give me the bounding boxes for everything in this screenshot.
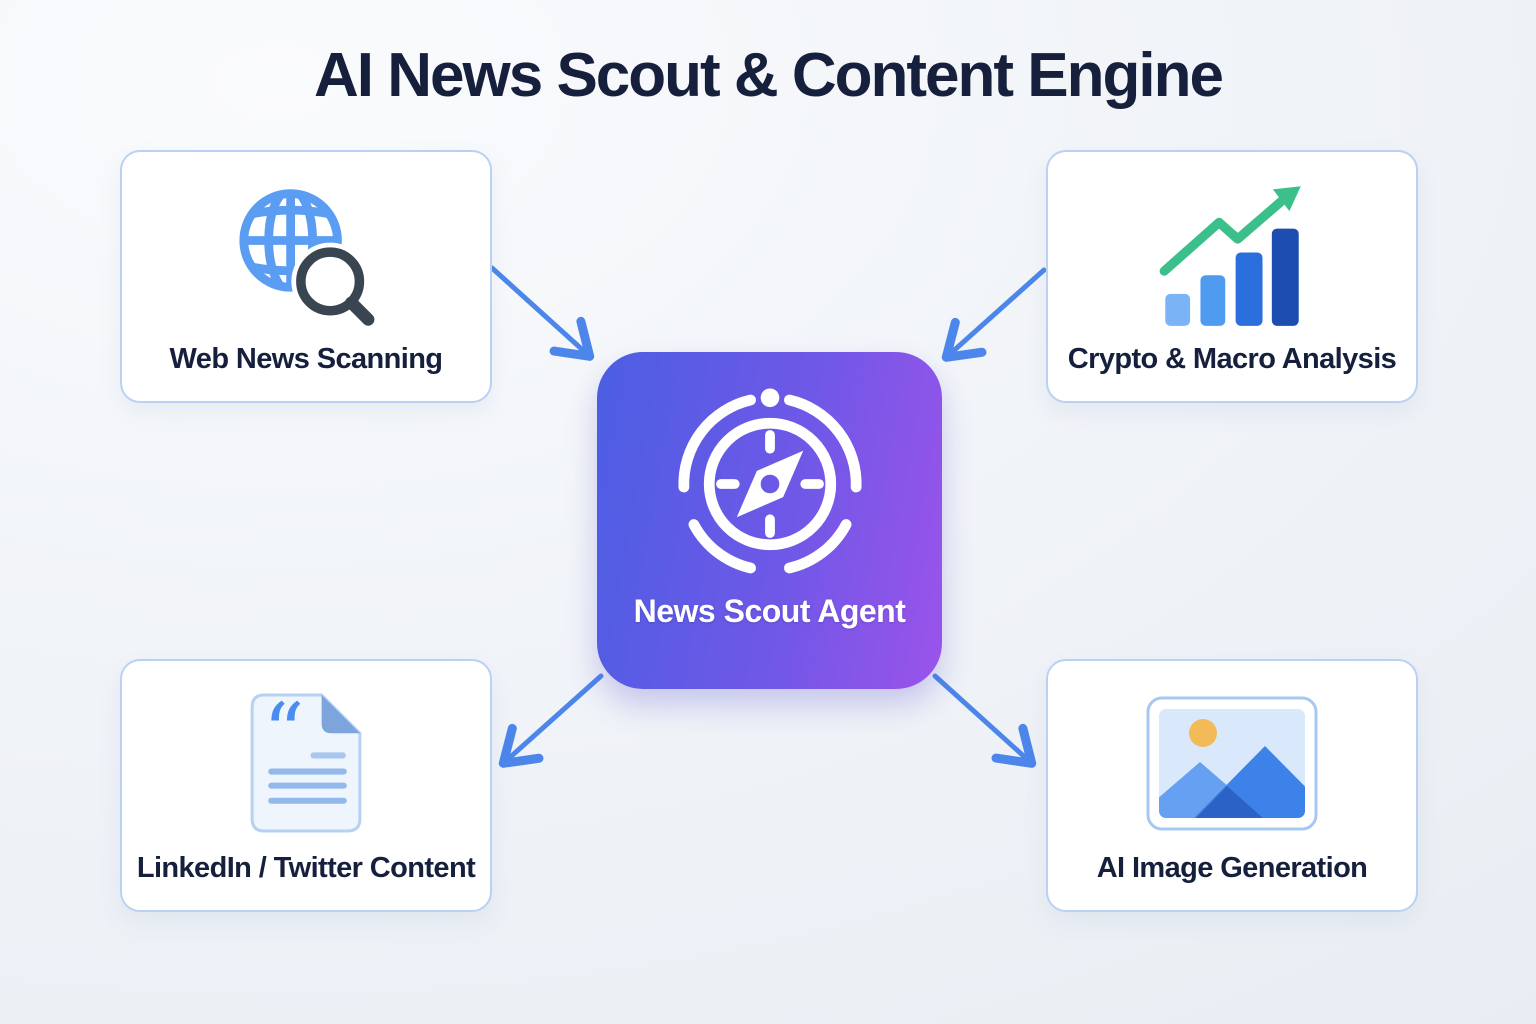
document-quote-icon: “	[250, 684, 362, 842]
svg-text:“: “	[263, 693, 304, 780]
image-mountains-icon	[1146, 684, 1318, 842]
node-label: AI Image Generation	[1096, 852, 1368, 884]
node-crypto-macro-analysis: Crypto & Macro Analysis	[1046, 150, 1418, 403]
node-label: Web News Scanning	[169, 343, 443, 375]
node-news-scout-agent: News Scout Agent	[597, 352, 942, 689]
arrow-webnews-to-agent	[489, 265, 595, 361]
node-ai-image-generation: AI Image Generation	[1046, 659, 1418, 912]
node-label: Crypto & Macro Analysis	[1067, 343, 1397, 375]
arrow-agent-to-image	[932, 673, 1037, 768]
arrow-crypto-to-agent	[941, 267, 1047, 362]
globe-search-icon	[206, 175, 406, 333]
bar-chart-trend-icon	[1157, 175, 1307, 333]
node-web-news-scanning: Web News Scanning	[120, 150, 492, 403]
arrow-agent-to-linkedin	[498, 673, 604, 768]
node-label: LinkedIn / Twitter Content	[136, 852, 476, 884]
page-title: AI News Scout & Content Engine	[314, 41, 1224, 110]
node-linkedin-twitter-content: “ LinkedIn / Twitter Content	[120, 659, 492, 912]
compass-icon	[672, 386, 868, 587]
center-node-label: News Scout Agent	[633, 593, 906, 629]
